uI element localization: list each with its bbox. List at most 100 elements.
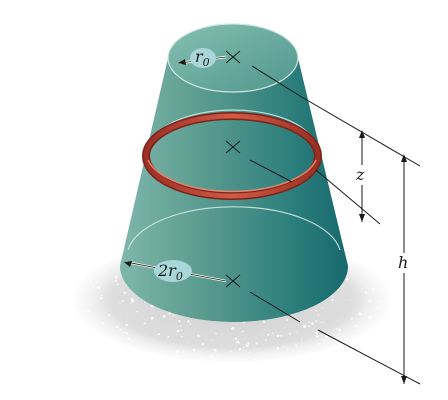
ground-speckle: [288, 332, 291, 335]
ground-speckle: [197, 334, 200, 338]
ground-speckle: [262, 320, 266, 323]
ground-speckle: [125, 332, 129, 335]
ground-speckle: [117, 283, 119, 286]
ground-speckle: [315, 320, 318, 323]
top-center-mark: [225, 50, 241, 64]
ground-speckle: [315, 334, 319, 338]
top-axis-line: [251, 65, 301, 97]
ground-speckle: [168, 311, 172, 315]
ground-speckle: [221, 334, 223, 336]
ground-speckle: [345, 278, 349, 281]
ground-speckle: [322, 307, 324, 309]
ground-speckle: [188, 341, 190, 343]
ground-speckle: [192, 348, 196, 352]
ground-speckle: [172, 314, 175, 317]
ground-speckle: [271, 332, 274, 334]
bottom-radius-label: 2r: [157, 261, 177, 280]
ground-speckle: [130, 302, 132, 304]
ground-speckle: [178, 320, 181, 323]
ground-speckle: [255, 342, 259, 345]
ground-speckle: [286, 318, 289, 321]
bottom-radius-label-bubble: [154, 260, 192, 282]
ground-speckle: [364, 304, 366, 306]
ground-speckle: [216, 355, 218, 357]
ground-speckle: [283, 345, 285, 347]
ground-speckle: [119, 329, 122, 331]
ground-speckle: [238, 348, 242, 351]
ground-speckle: [295, 331, 297, 333]
ground-speckle: [97, 286, 101, 290]
ground-speckle: [358, 312, 362, 316]
ground-speckle: [119, 301, 121, 304]
ground-speckle: [287, 347, 289, 350]
ground-speckle: [341, 285, 343, 287]
ground-speckle: [144, 301, 146, 304]
ground-speckle: [114, 279, 118, 283]
ground-speckle: [127, 314, 129, 316]
ground-speckle: [130, 298, 134, 301]
top-face: [167, 23, 299, 93]
ground-speckle: [121, 299, 124, 302]
ground-speckle: [338, 328, 342, 332]
mid-center-mark: [225, 140, 241, 154]
ground-speckle: [92, 285, 95, 288]
ground-speckle: [100, 294, 103, 296]
ground-speckle: [101, 275, 103, 277]
ground-speckle: [114, 275, 118, 279]
ground-speckle: [122, 331, 124, 333]
ground-speckle: [108, 314, 110, 316]
ground-speckle: [295, 344, 298, 347]
ground-speckle: [212, 339, 214, 341]
z-dimension: z: [353, 130, 371, 222]
ground-speckle: [186, 321, 189, 323]
ground-speckle: [317, 314, 320, 316]
ground-speckle: [368, 315, 372, 319]
ground-speckle: [181, 336, 183, 338]
bottom-extension-line: [317, 329, 421, 385]
ground-speckle: [247, 342, 250, 345]
ground-speckle: [308, 325, 311, 328]
ground-speckle: [267, 333, 270, 336]
ground-speckle: [242, 349, 244, 351]
ground-speckle: [231, 326, 235, 330]
ground-speckle: [201, 343, 204, 346]
ground-speckle: [349, 325, 351, 327]
ground-speckle: [330, 295, 333, 298]
ground-speckle: [315, 309, 318, 312]
ground-speckle: [280, 334, 283, 337]
ground-speckle: [379, 300, 382, 303]
ground-speckle: [324, 335, 328, 339]
top-radius-indicator: r0: [178, 47, 227, 69]
ground-speckle: [115, 325, 119, 329]
ground-speckle: [136, 310, 139, 313]
ground-speckle: [167, 335, 170, 338]
lower-section-outline: [127, 206, 341, 251]
ground-speckle: [331, 298, 335, 302]
ground-speckle: [317, 342, 320, 346]
top-extension-line: [299, 95, 421, 167]
ground-speckle: [368, 299, 372, 303]
ground-speckle: [301, 338, 303, 340]
ground-speckle: [354, 324, 357, 327]
bottom-radius-indicator: 2r0: [124, 260, 227, 283]
ground-speckle: [263, 328, 265, 331]
ground-speckle: [350, 317, 353, 320]
svg-text:r0: r0: [195, 47, 210, 69]
ground-speckle: [150, 317, 154, 320]
ground-speckle: [127, 337, 130, 341]
ground-speckle: [176, 329, 180, 333]
ground-speckle: [96, 281, 99, 283]
ground-speckle: [189, 323, 191, 325]
ground-speckle: [123, 291, 126, 294]
bottom-radius-label-subscript: 0: [176, 270, 183, 283]
ground-speckle: [180, 325, 182, 327]
ground-speckle: [106, 269, 108, 271]
z-label: z: [355, 165, 365, 184]
bottom-center-mark: [225, 274, 241, 288]
h-dimension: h: [395, 154, 413, 384]
ground-speckle: [143, 322, 146, 325]
ground-speckle: [180, 329, 183, 332]
mid-extension-line: [315, 169, 381, 225]
ground-speckle: [319, 321, 321, 323]
